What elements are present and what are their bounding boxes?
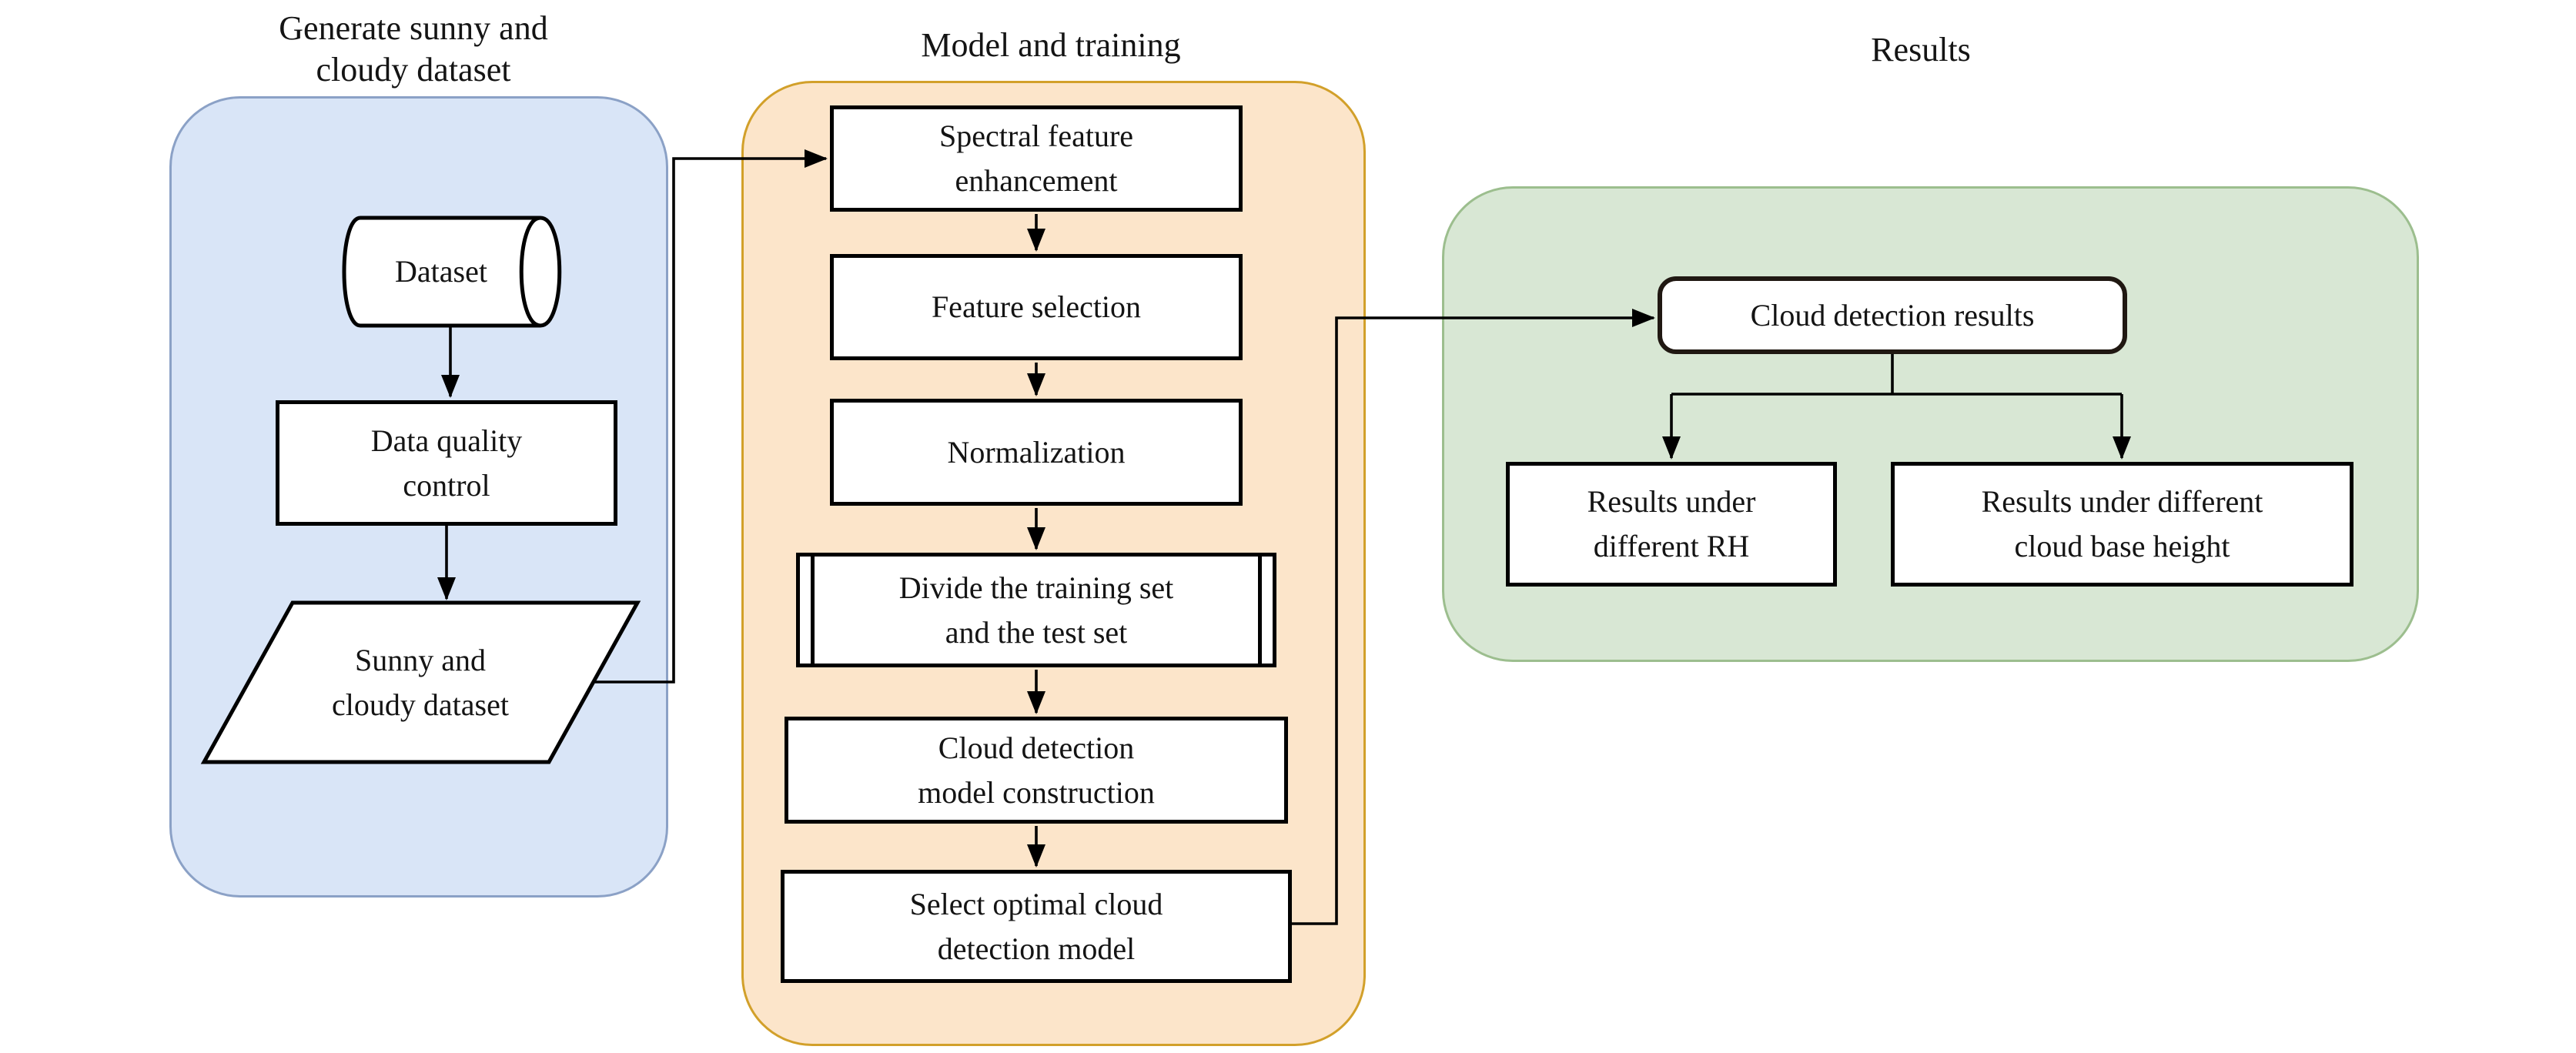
node-dataset: Dataset [395, 254, 487, 289]
node-cloud-detection-model-construction: Cloud detection model construction [785, 717, 1288, 824]
node-feature-selection: Feature selection [830, 254, 1243, 360]
node-divide-label: Divide the training set and the test set [898, 570, 1174, 650]
node-results-different-rh: Results under different RH [1506, 462, 1837, 587]
node-normalization: Normalization [830, 399, 1243, 506]
section-title-generate: Generate sunny and cloudy dataset [279, 9, 548, 89]
predefined-process-left-rule [811, 556, 815, 664]
section-title-model: Model and training [921, 26, 1181, 64]
node-cloud-detection-results: Cloud detection results [1658, 276, 2127, 354]
node-sunny-cloudy-dataset: Sunny and cloudy dataset [332, 642, 509, 722]
node-divide-train-test: Divide the training set and the test set [796, 553, 1276, 667]
predefined-process-right-rule [1258, 556, 1262, 664]
section-results [1442, 186, 2419, 662]
node-data-quality-control: Data quality control [276, 400, 617, 526]
node-results-cloud-base-height: Results under different cloud base heigh… [1891, 462, 2354, 587]
section-title-results: Results [1871, 31, 1971, 69]
node-select-optimal-model: Select optimal cloud detection model [781, 870, 1292, 983]
node-spectral-feature-enhancement: Spectral feature enhancement [830, 105, 1243, 212]
